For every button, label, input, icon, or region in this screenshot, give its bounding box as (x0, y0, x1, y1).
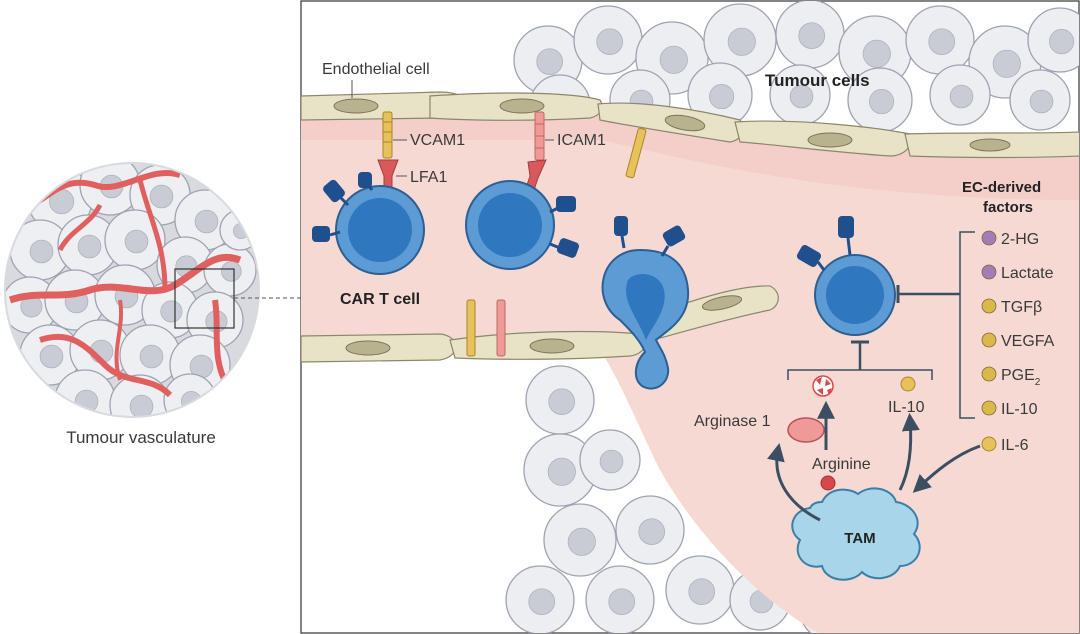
car-receptor (549, 196, 576, 214)
tumour-cell-nucleus (1029, 89, 1054, 114)
tumour-cell-nucleus (928, 28, 956, 56)
tumour-cell-nucleus (77, 234, 102, 259)
tumour-cell-nucleus (548, 388, 576, 416)
label-endothelial-cell: Endothelial cell (322, 61, 430, 78)
factor-dot (981, 298, 997, 314)
tumour-cell-nucleus (949, 84, 974, 109)
arginine-molecule (820, 475, 836, 491)
tumour-cell-nucleus (221, 261, 242, 282)
car-t-cell-1 (312, 172, 425, 275)
tumour-cell-nucleus (862, 39, 891, 68)
tumour-cell-nucleus (727, 27, 756, 56)
label-ec-derived-1: EC-derived (962, 179, 1041, 196)
label-arginine: Arginine (812, 456, 871, 473)
car-receptor (323, 179, 350, 207)
vcam1-free (625, 127, 647, 179)
car-receptor (358, 172, 374, 191)
endothelium-top (301, 91, 1079, 159)
car-receptor (838, 216, 854, 256)
factor-dot (981, 264, 997, 280)
arginase1-enzyme (787, 417, 825, 443)
factor-label: PGE2 (1001, 367, 1041, 388)
car-receptor (549, 238, 580, 258)
label-il6: IL-6 (1001, 437, 1029, 454)
tumour-cell-nucleus (688, 578, 716, 606)
tumour-cell-nucleus (39, 344, 64, 369)
il6-molecule (981, 436, 997, 452)
car-receptor (614, 216, 628, 249)
label-tumour-cells: Tumour cells (765, 71, 870, 90)
factor-label: Lactate (1001, 265, 1054, 282)
tumour-cell-nucleus (798, 22, 826, 50)
il10-tam-molecule (900, 376, 916, 392)
t-cell-inhibited (796, 216, 896, 336)
arginine-degraded (812, 375, 834, 397)
tumour-cell-nucleus (789, 84, 814, 109)
ec-factors-bracket (959, 231, 975, 419)
tumour-vasculature-ball (4, 162, 301, 418)
factor-label: VEGFA (1001, 333, 1055, 350)
tumour-cell-nucleus (194, 209, 219, 234)
factor-dot (981, 400, 997, 416)
tumour-cell-nucleus (1049, 29, 1075, 55)
tumour-cell-nucleus (528, 588, 556, 616)
t-cell-2 (465, 180, 580, 270)
tumour-cell-nucleus (599, 449, 624, 474)
label-car-t-cell: CAR T cell (340, 291, 420, 308)
factor-label: TGFβ (1001, 299, 1042, 316)
bottom-adhesion-molecules (466, 299, 506, 357)
car-receptor (312, 226, 341, 242)
tumour-cell-nucleus (536, 48, 564, 76)
vcam1-molecule (382, 111, 393, 159)
factor-label: IL-10 (1001, 401, 1038, 418)
tumour-ball-cells (6, 164, 258, 416)
tumour-cell-nucleus (567, 527, 596, 556)
tumour-cell-nucleus (638, 518, 666, 546)
label-tumour-vasculature: Tumour vasculature (66, 428, 216, 447)
factor-dot (981, 366, 997, 382)
t-cell-extravasating (601, 216, 690, 390)
label-icam1: ICAM1 (557, 132, 606, 149)
inhibition-from-tam (787, 340, 933, 380)
label-arginase1: Arginase 1 (694, 413, 771, 430)
tumour-cell-nucleus (869, 89, 895, 115)
factor-dot (981, 230, 997, 246)
label-lfa1: LFA1 (410, 169, 447, 186)
signal-arrows (767, 400, 981, 522)
tumour-cell-nucleus (547, 457, 576, 486)
factor-label-subscript: 2 (1035, 377, 1041, 388)
label-il10-tam: IL-10 (888, 399, 925, 416)
tumour-cell-nucleus (596, 28, 624, 56)
factor-dot (981, 332, 997, 348)
tumour-cell-nucleus (992, 49, 1021, 78)
label-tam: TAM (844, 530, 875, 547)
inhibition-from-ec-factors (896, 285, 960, 303)
tumour-cell-nucleus (149, 184, 174, 209)
car-receptor (660, 225, 686, 257)
tam-cell (791, 487, 921, 581)
tumour-cell-nucleus (124, 229, 149, 254)
tumour-cell-nucleus (29, 239, 54, 264)
tumour-cell-nucleus (139, 344, 164, 369)
tumour-cell-nucleus (659, 45, 688, 74)
label-vcam1: VCAM1 (410, 132, 465, 149)
factor-label: 2-HG (1001, 231, 1039, 248)
tumour-cell-nucleus (160, 300, 183, 323)
label-ec-derived-2: factors (983, 199, 1033, 216)
tumour-cell-nucleus (129, 394, 154, 416)
car-receptor (796, 245, 826, 271)
tumour-cell-nucleus (608, 588, 636, 616)
tumour-cell-nucleus (709, 84, 735, 110)
